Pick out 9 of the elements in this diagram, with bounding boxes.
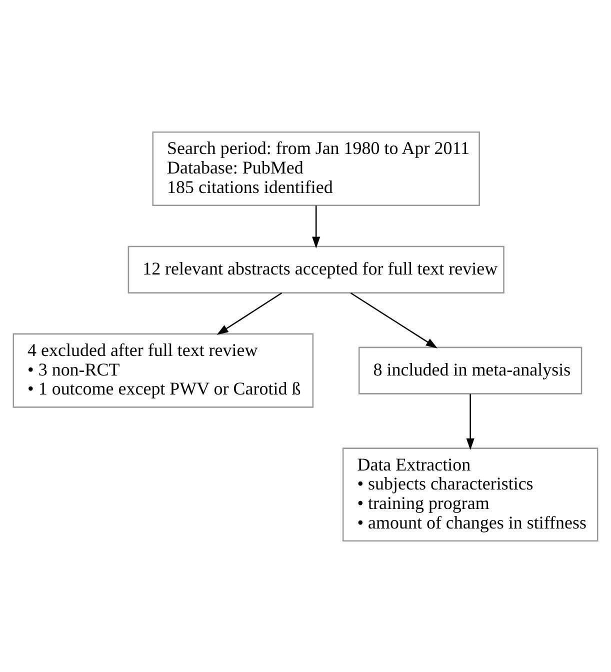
node-box: 12 relevant abstracts accepted for full text review <box>128 245 504 293</box>
arrow <box>350 292 438 348</box>
node-box: 4 excluded after full text review • 3 non-RCT • 1 outcome except PWV or Carotid ß <box>12 332 314 408</box>
arrow <box>312 205 320 248</box>
node-box: Data Extraction • subjects characteristics • training program • amount of changes in stiffness <box>342 447 598 541</box>
node-box: 8 included in meta-analysis <box>358 346 582 394</box>
arrow <box>466 394 474 450</box>
node-box: Search period: from Jan 1980 to Apr 2011 Database: PubMed 185 citations identified <box>152 131 480 206</box>
arrow <box>216 292 282 334</box>
